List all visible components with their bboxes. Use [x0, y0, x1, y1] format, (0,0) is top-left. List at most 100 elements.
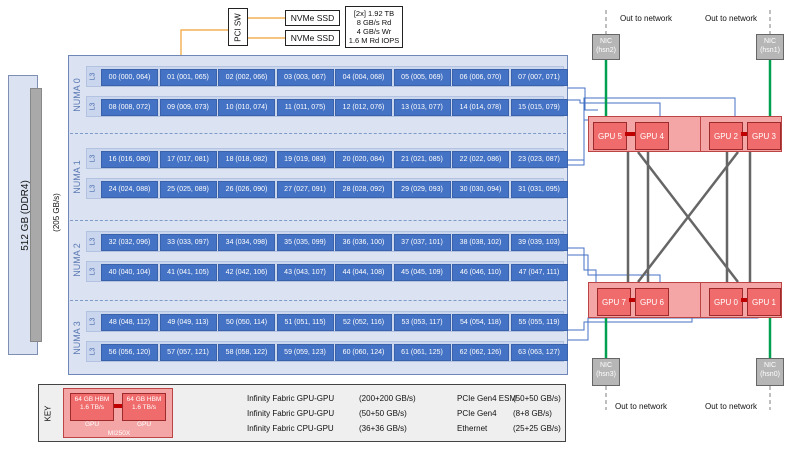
cpu-core: 35 (035, 099)	[276, 234, 334, 251]
numa-0-label: NUMA 0	[72, 78, 83, 112]
key-label-if-50: Infinity Fabric GPU-GPU	[247, 409, 335, 418]
key-value-pcie: (8+8 GB/s)	[513, 409, 552, 418]
cpu-core: 41 (041, 105)	[159, 264, 217, 281]
cpu-core: 15 (015, 079)	[510, 99, 568, 116]
ccd-row: L3 24 (024, 088)25 (025, 089)26 (026, 090…	[86, 178, 568, 199]
gpu-4: GPU 4	[635, 122, 669, 150]
nic-hsn3: NIC(hsn3)	[592, 358, 620, 386]
cpu-core: 43 (043, 107)	[276, 264, 334, 281]
cpu-core: 03 (003, 067)	[276, 69, 334, 86]
l3-cache-label: L3	[89, 72, 97, 81]
ssd-specs: [2x] 1.92 TB 8 GB/s Rd 4 GB/s Wr 1.6 M R…	[345, 6, 403, 48]
ccd-row: L3 16 (016, 080)17 (017, 081)18 (018, 082…	[86, 148, 568, 169]
cpu-core: 20 (020, 084)	[335, 151, 392, 168]
mi250x-module-top-left: GPU 5 GPU 4	[588, 116, 706, 152]
gpu-5: GPU 5	[593, 122, 627, 150]
cpu-core: 53 (053, 117)	[393, 314, 451, 331]
cpu-core: 14 (014, 078)	[452, 99, 509, 116]
cpu-core: 06 (006, 070)	[452, 69, 509, 86]
cpu-core: 36 (036, 100)	[335, 234, 392, 251]
l3-cache-label: L3	[89, 347, 97, 356]
ccd-row: L3 00 (000, 064)01 (001, 065)02 (002, 066…	[86, 66, 568, 87]
mi250x-module-bottom-left: GPU 7 GPU 6	[588, 282, 706, 318]
out-to-network-label: Out to network	[705, 402, 758, 411]
cpu-core: 57 (057, 121)	[159, 344, 217, 361]
cpu-core: 27 (027, 091)	[276, 181, 334, 198]
memory-bandwidth: (205 GB/s)	[51, 192, 61, 232]
cpu-core: 09 (009, 073)	[159, 99, 217, 116]
cpu-core: 25 (025, 089)	[159, 181, 217, 198]
cpu-core: 58 (058, 122)	[218, 344, 275, 361]
cpu-core: 30 (030, 094)	[452, 181, 509, 198]
nic-hsn0: NIC(hsn0)	[756, 358, 784, 386]
gpu-1: GPU 1	[747, 288, 781, 316]
gpu-2: GPU 2	[709, 122, 743, 150]
cpu-core: 29 (029, 093)	[393, 181, 451, 198]
ccd-row: L3 56 (056, 120)57 (057, 121)58 (058, 122…	[86, 341, 568, 362]
cpu-core: 17 (017, 081)	[159, 151, 217, 168]
cpu-core: 52 (052, 116)	[335, 314, 392, 331]
numa-1-label: NUMA 1	[72, 160, 83, 194]
l3-cache-label: L3	[89, 102, 97, 111]
key-label-if-200: Infinity Fabric GPU-GPU	[247, 394, 335, 403]
cpu-core: 51 (051, 115)	[276, 314, 334, 331]
cpu-core: 23 (023, 087)	[510, 151, 568, 168]
dram-label: 512 GB (DDR4)	[19, 179, 31, 251]
cpu-core: 01 (001, 065)	[159, 69, 217, 86]
cpu-core: 07 (007, 071)	[510, 69, 568, 86]
key-value-if-50: (50+50 GB/s)	[359, 409, 407, 418]
nvme-ssd-1: NVMe SSD	[285, 10, 340, 26]
cpu-core: 16 (016, 080)	[101, 151, 158, 168]
cpu-core: 31 (031, 095)	[510, 181, 568, 198]
mi250x-module-top-right: GPU 2 GPU 3	[700, 116, 782, 152]
cpu-core: 04 (004, 068)	[335, 69, 392, 86]
nic-hsn2: NIC(hsn2)	[592, 34, 620, 60]
l3-cache-label: L3	[89, 317, 97, 326]
l3-cache-label: L3	[89, 154, 97, 163]
cpu-core: 00 (000, 064)	[101, 69, 158, 86]
cpu-core: 19 (019, 083)	[276, 151, 334, 168]
ccd-row: L3 40 (040, 104)41 (041, 105)42 (042, 106…	[86, 261, 568, 282]
pci-switch: PCI SW	[228, 8, 248, 46]
cpu-core: 55 (055, 119)	[510, 314, 568, 331]
mi250x-module-bottom-right: GPU 0 GPU 1	[700, 282, 782, 318]
key-label-if-cpu: Infinity Fabric CPU-GPU	[247, 424, 334, 433]
cpu-core: 44 (044, 108)	[335, 264, 392, 281]
cpu-core: 56 (056, 120)	[101, 344, 158, 361]
key-value-if-cpu: (36+36 GB/s)	[359, 424, 407, 433]
cpu-core: 05 (005, 069)	[393, 69, 451, 86]
cpu-core: 60 (060, 124)	[335, 344, 392, 361]
l3-cache-label: L3	[89, 237, 97, 246]
cpu-core: 18 (018, 082)	[218, 151, 275, 168]
key-label-pcie: PCIe Gen4	[457, 409, 497, 418]
gpu-3: GPU 3	[747, 122, 781, 150]
cpu-core: 32 (032, 096)	[101, 234, 158, 251]
cpu-core: 22 (022, 086)	[452, 151, 509, 168]
l3-cache-label: L3	[89, 267, 97, 276]
cpu-core: 24 (024, 088)	[101, 181, 158, 198]
cpu-core: 40 (040, 104)	[101, 264, 158, 281]
cpu-core: 08 (008, 072)	[101, 99, 158, 116]
cpu-core: 02 (002, 066)	[218, 69, 275, 86]
cpu-core: 10 (010, 074)	[218, 99, 275, 116]
key-label-pcie-esm: PCIe Gen4 ESM	[457, 394, 517, 403]
cpu-core: 38 (038, 102)	[452, 234, 509, 251]
cpu-core: 33 (033, 097)	[159, 234, 217, 251]
cpu-core: 50 (050, 114)	[218, 314, 275, 331]
gpu-0: GPU 0	[709, 288, 743, 316]
cpu-core: 26 (026, 090)	[218, 181, 275, 198]
out-to-network-label: Out to network	[615, 402, 668, 411]
numa-3-label: NUMA 3	[72, 321, 83, 355]
cpu-core: 54 (054, 118)	[452, 314, 509, 331]
l3-cache-label: L3	[89, 184, 97, 193]
gpu-6: GPU 6	[635, 288, 669, 316]
cpu-core: 34 (034, 098)	[218, 234, 275, 251]
cpu-core: 11 (011, 075)	[276, 99, 334, 116]
numa-2-label: NUMA 2	[72, 243, 83, 277]
cpu-core: 37 (037, 101)	[393, 234, 451, 251]
cpu-core: 21 (021, 085)	[393, 151, 451, 168]
cpu-core: 42 (042, 106)	[218, 264, 275, 281]
nvme-ssd-2: NVMe SSD	[285, 30, 340, 46]
out-to-network-label: Out to network	[705, 14, 758, 23]
